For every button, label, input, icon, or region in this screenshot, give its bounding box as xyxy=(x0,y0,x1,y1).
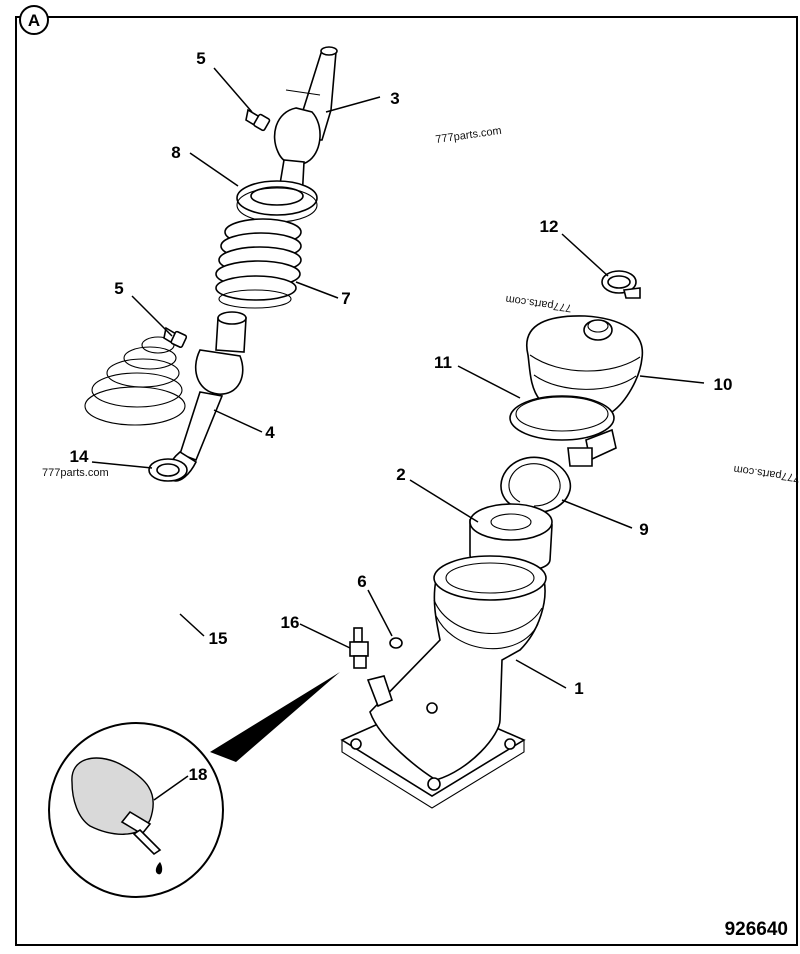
watermark-4: 777parts.com xyxy=(733,463,800,484)
part-5-screw-upper xyxy=(245,108,271,132)
callout-11: 11 xyxy=(434,353,452,372)
callout-15: 15 xyxy=(209,629,228,648)
view-label: A xyxy=(28,11,40,30)
callout-2: 2 xyxy=(396,465,405,484)
watermark-1: 777parts.com xyxy=(435,125,503,146)
leader-lines xyxy=(91,67,705,801)
callout-12: 12 xyxy=(540,217,559,236)
callout-18: 18 xyxy=(189,765,208,784)
part-15-coil-spring xyxy=(84,336,186,426)
callout-16: 16 xyxy=(281,613,300,632)
callout-10: 10 xyxy=(714,375,733,394)
watermarks: 777parts.com 777parts.com 777parts.com 7… xyxy=(42,125,800,484)
part-1-housing xyxy=(340,555,547,809)
part-18-detail-view xyxy=(48,672,340,898)
callout-3: 3 xyxy=(390,89,399,108)
callout-14: 14 xyxy=(70,447,89,466)
figure-number: 926640 xyxy=(725,919,788,940)
view-label-badge: A xyxy=(19,5,49,35)
part-7-spring xyxy=(215,218,302,309)
watermark-3: 777parts.com xyxy=(42,467,109,479)
callout-4: 4 xyxy=(265,423,275,442)
part-16-grease-nipple xyxy=(349,627,369,669)
part-11-band-clamp xyxy=(509,395,617,467)
callout-5-upper: 5 xyxy=(196,49,205,68)
callout-8: 8 xyxy=(171,143,180,162)
callout-9: 9 xyxy=(639,520,648,539)
part-3-upper-lever xyxy=(273,46,338,201)
callout-labels: 5 3 8 7 5 4 14 15 12 10 11 2 9 6 16 1 18 xyxy=(70,49,733,784)
callout-6: 6 xyxy=(357,572,366,591)
callout-7: 7 xyxy=(341,289,350,308)
part-6-plug xyxy=(389,637,403,649)
part-10-boot xyxy=(525,315,644,416)
callout-1: 1 xyxy=(574,679,583,698)
watermark-2: 777parts.com xyxy=(505,293,573,314)
part-12-clip xyxy=(601,270,641,299)
part-8-washer xyxy=(236,180,318,223)
callout-5-lower: 5 xyxy=(114,279,123,298)
diagram-border xyxy=(15,16,798,946)
part-14-ring xyxy=(148,458,188,482)
